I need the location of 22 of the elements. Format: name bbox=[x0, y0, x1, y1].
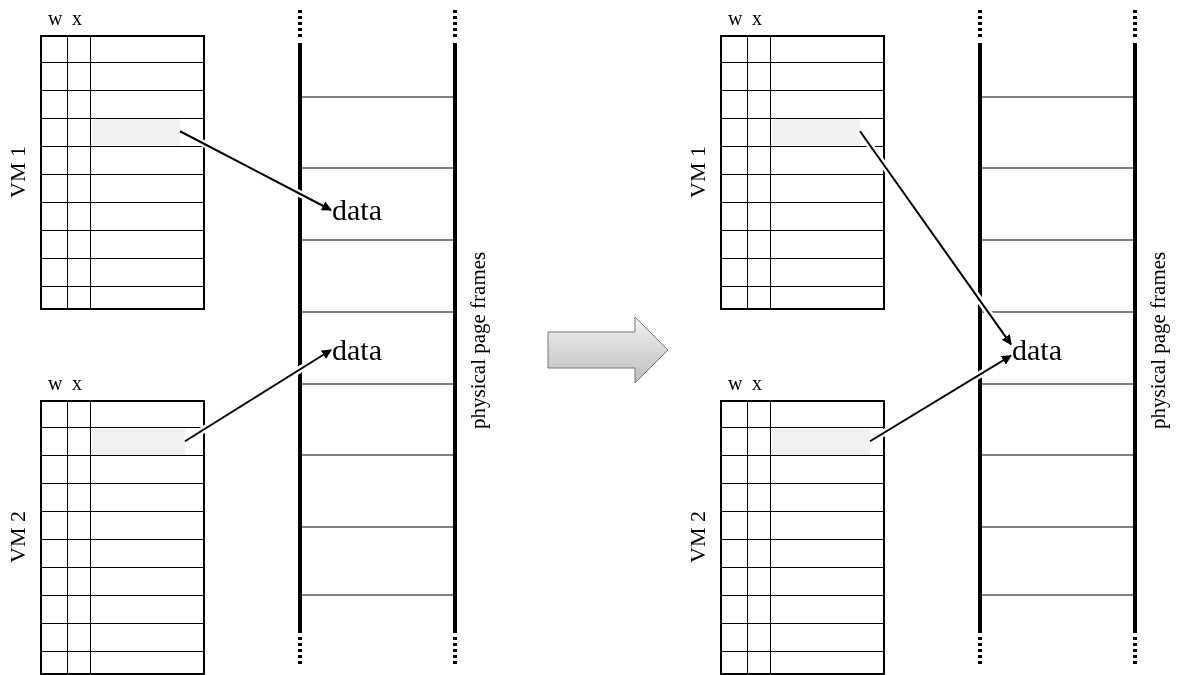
table-title: VM 1 bbox=[5, 145, 31, 201]
column-header: x bbox=[752, 372, 762, 394]
column-header: x bbox=[752, 7, 762, 29]
column-header: w bbox=[48, 7, 63, 29]
arrow bbox=[184, 349, 332, 443]
arrow bbox=[859, 130, 1012, 346]
arrow bbox=[869, 354, 1012, 443]
arrow bbox=[179, 130, 332, 211]
page-table-entry bbox=[92, 428, 185, 455]
table-title: VM 2 bbox=[5, 510, 31, 566]
column-header: w bbox=[728, 372, 743, 394]
table-title: VM 1 bbox=[685, 145, 711, 201]
column-header: w bbox=[728, 7, 743, 29]
column-title: physical page frames bbox=[1145, 250, 1171, 431]
page-table-entry bbox=[772, 428, 870, 455]
table-title: VM 2 bbox=[685, 510, 711, 566]
page-table-entry bbox=[772, 118, 860, 145]
column-header: w bbox=[48, 372, 63, 394]
column-header: x bbox=[72, 7, 82, 29]
column-header: x bbox=[72, 372, 82, 394]
page-table-entry bbox=[92, 118, 180, 145]
column-title: physical page frames bbox=[465, 250, 491, 431]
